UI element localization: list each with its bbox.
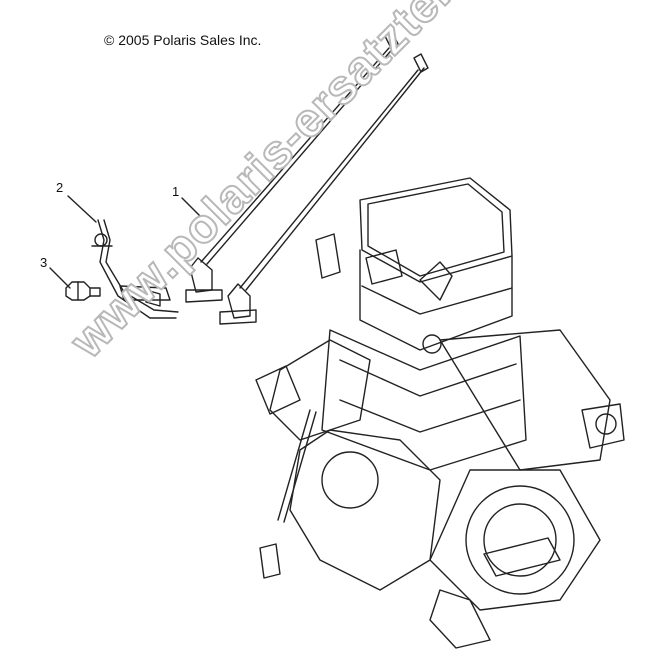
- leader-lines: [49, 195, 203, 289]
- engine-icon: [255, 177, 625, 649]
- callout-1: 1: [172, 184, 180, 199]
- callout-3: 3: [40, 255, 48, 270]
- breather-hose-icon: [185, 31, 429, 325]
- fuel-line-clamp-icon: [91, 219, 179, 319]
- copyright-notice: © 2005 Polaris Sales Inc.: [104, 32, 262, 48]
- fitting-bolt-icon: [65, 281, 101, 301]
- callout-2: 2: [56, 180, 64, 195]
